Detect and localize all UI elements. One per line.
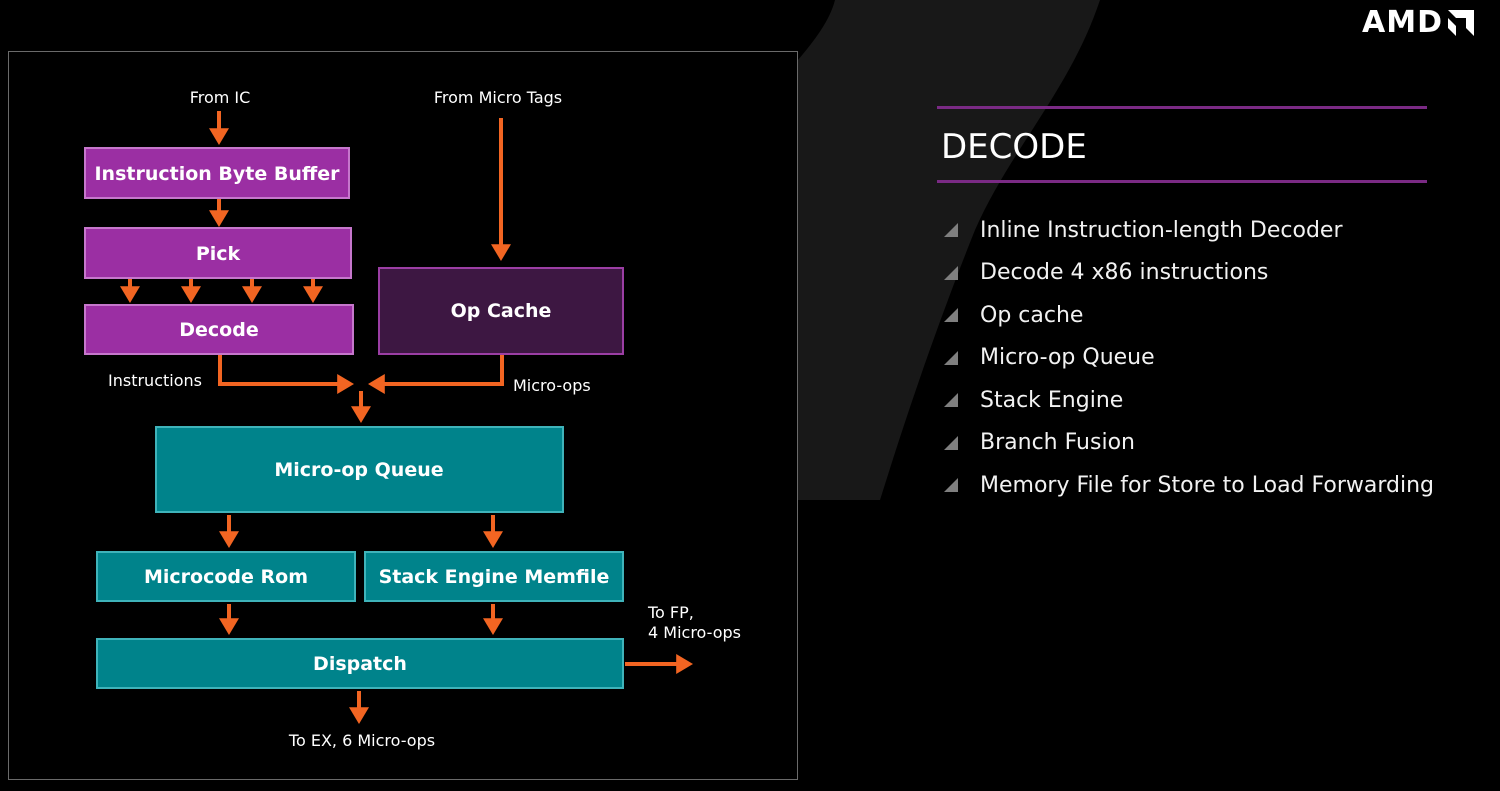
- instructions-label: Instructions: [108, 371, 202, 390]
- feature-item: Branch Fusion: [943, 422, 1434, 465]
- decode-diagram-panel: Instruction Byte Buffer Pick Decode Op C…: [8, 51, 798, 780]
- feature-text: Decode 4 x86 instructions: [980, 260, 1269, 286]
- feature-text: Inline Instruction-length Decoder: [980, 217, 1343, 243]
- micro-op-queue-box: Micro-op Queue: [155, 426, 564, 513]
- arrows: [120, 111, 693, 724]
- triangle-bullet-icon: [943, 392, 980, 408]
- to-fp-label-line2: 4 Micro-ops: [648, 623, 741, 642]
- instruction-byte-buffer-box: Instruction Byte Buffer: [84, 147, 350, 199]
- title-rule-top: [937, 106, 1427, 109]
- feature-text: Branch Fusion: [980, 430, 1135, 456]
- feature-text: Memory File for Store to Load Forwarding: [980, 472, 1434, 498]
- amd-logo: AMD: [1362, 8, 1476, 38]
- title-rule-bottom: [937, 180, 1427, 183]
- feature-item: Micro-op Queue: [943, 337, 1434, 380]
- decode-label: Decode: [179, 319, 258, 341]
- feature-text: Op cache: [980, 302, 1084, 328]
- instruction-byte-buffer-label: Instruction Byte Buffer: [94, 163, 340, 185]
- microcode-rom-box: Microcode Rom: [96, 551, 356, 602]
- triangle-bullet-icon: [943, 222, 980, 238]
- pick-label: Pick: [196, 243, 241, 265]
- to-fp-label-line1: To FP,: [647, 603, 694, 622]
- from-micro-tags-label: From Micro Tags: [434, 88, 562, 107]
- section-title: DECODE: [941, 127, 1087, 167]
- amd-arrow-icon: [1447, 10, 1474, 36]
- feature-item: Memory File for Store to Load Forwarding: [943, 464, 1434, 507]
- feature-item: Decode 4 x86 instructions: [943, 252, 1434, 295]
- stack-engine-memfile-label: Stack Engine Memfile: [379, 566, 610, 588]
- dispatch-box: Dispatch: [96, 638, 624, 689]
- triangle-bullet-icon: [943, 307, 980, 323]
- feature-item: Op cache: [943, 294, 1434, 337]
- micro-ops-label: Micro-ops: [513, 376, 591, 395]
- triangle-bullet-icon: [943, 477, 980, 493]
- microcode-rom-label: Microcode Rom: [144, 566, 308, 588]
- op-cache-label: Op Cache: [451, 300, 552, 322]
- pick-box: Pick: [84, 227, 352, 279]
- dispatch-label: Dispatch: [313, 653, 407, 675]
- decode-pipeline-diagram: Instruction Byte Buffer Pick Decode Op C…: [84, 88, 741, 750]
- arrow-micro-ops-merge: [368, 355, 504, 394]
- triangle-bullet-icon: [943, 350, 980, 366]
- triangle-bullet-icon: [943, 435, 980, 451]
- feature-item: Stack Engine: [943, 379, 1434, 422]
- from-ic-label: From IC: [190, 88, 251, 107]
- feature-text: Stack Engine: [980, 387, 1124, 413]
- feature-text: Micro-op Queue: [980, 345, 1155, 371]
- arrow-instructions-merge: [218, 355, 354, 394]
- decode-box: Decode: [84, 304, 354, 355]
- feature-item: Inline Instruction-length Decoder: [943, 209, 1434, 252]
- to-ex-label: To EX, 6 Micro-ops: [288, 731, 435, 750]
- op-cache-box: Op Cache: [378, 267, 624, 355]
- logo-wordmark: AMD: [1362, 5, 1443, 40]
- triangle-bullet-icon: [943, 265, 980, 281]
- micro-op-queue-label: Micro-op Queue: [274, 459, 443, 481]
- feature-sidebar: DECODE Inline Instruction-length Decoder…: [937, 106, 1434, 498]
- stack-engine-memfile-box: Stack Engine Memfile: [364, 551, 624, 602]
